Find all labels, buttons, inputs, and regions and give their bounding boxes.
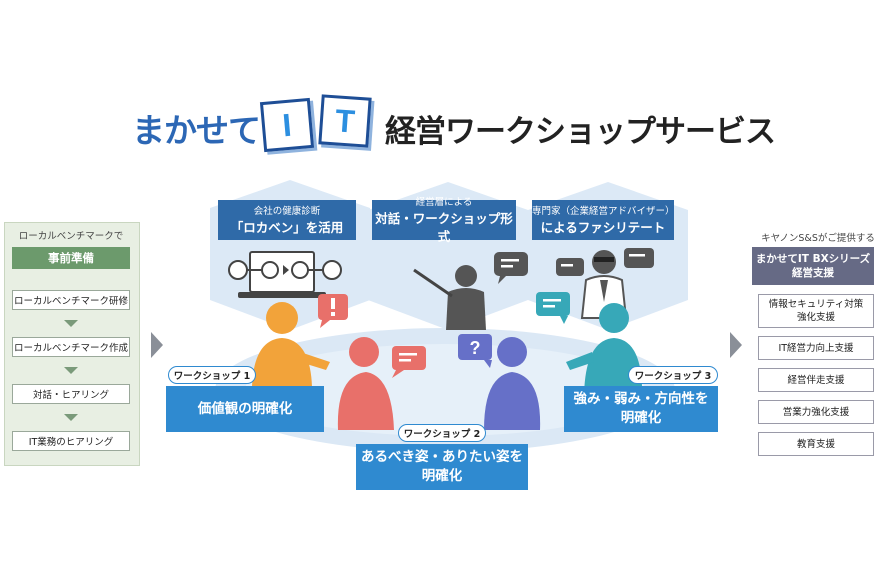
support-item-line: 強化支援 <box>796 312 835 323</box>
speech-bubble-icon <box>494 252 528 284</box>
arrow-right-icon <box>151 332 163 358</box>
title-suffix: 経営ワークショップサービス <box>385 114 776 150</box>
support-item-line: IT経営力向上支援 <box>778 342 854 354</box>
step-arrow-icon <box>64 320 78 327</box>
banner-dialogue: 経営層による 対話・ワークショップ形式 <box>372 197 516 244</box>
support-item-it-management: IT経営力向上支援 <box>758 336 874 360</box>
speech-bubble-icon <box>556 248 654 276</box>
left-panel-header: ローカルベンチマークで <box>18 231 124 242</box>
support-item-line: 情報セキュリティ対策 <box>768 299 864 310</box>
right-panel-header: キヤノンS&Sがご提供する <box>761 233 875 244</box>
presenter-figure <box>413 265 486 330</box>
step-arrow-icon <box>64 367 78 374</box>
right-panel-title: まかせてIT BXシリーズ 経営支援 <box>752 247 874 285</box>
title-prefix: まかせて <box>132 111 261 150</box>
speech-bubble-icon <box>536 292 570 324</box>
workshop-1-tag: ワークショップ 1 <box>168 366 256 384</box>
workshop-1-line: 価値観の明確化 <box>197 400 293 417</box>
support-item-line: 営業力強化支援 <box>782 406 850 418</box>
banner-line2: 「ロカベン」を活用 <box>230 219 344 235</box>
banner-line2: によるファシリテート <box>540 219 666 235</box>
person-orange <box>251 302 330 400</box>
left-step-2: ローカルベンチマーク作成 <box>12 337 130 357</box>
workshop-1-box: 価値観の明確化 <box>166 386 324 432</box>
workshop-2-tag: ワークショップ 2 <box>398 424 486 442</box>
step-arrow-icon <box>64 414 78 421</box>
workshop-2-line: 明確化 <box>421 468 463 484</box>
banner-rokaben: 会社の健康診断 「ロカベン」を活用 <box>218 200 356 240</box>
person-purple <box>484 337 541 430</box>
workshop-2-box: あるべき姿・ありたい姿を 明確化 <box>356 444 528 490</box>
svg-text:?: ? <box>470 338 481 358</box>
banner-line2: 対話・ワークショップ形式 <box>375 210 513 244</box>
speech-bubble-icon <box>392 346 426 378</box>
pointer-stick-icon <box>413 268 453 298</box>
arrow-right-icon <box>730 332 742 358</box>
workshop-3-line: 強み・弱み・方向性を <box>573 391 709 407</box>
left-step-4: IT業務のヒアリング <box>12 431 130 451</box>
left-step-1: ローカルベンチマーク研修 <box>12 290 130 310</box>
right-panel-title-line: 経営支援 <box>792 267 834 279</box>
laptop-icon <box>228 251 342 298</box>
banner-line1: 会社の健康診断 <box>253 205 321 217</box>
banner-facilitate: 専門家（企業経営アドバイザー） によるファシリテート <box>532 200 675 240</box>
person-red <box>337 337 394 430</box>
person-teal <box>566 303 643 400</box>
left-panel-highlight: 事前準備 <box>12 247 130 269</box>
left-step-3: 対話・ヒアリング <box>12 384 130 404</box>
right-panel-title-line: まかせてIT BXシリーズ <box>755 253 871 265</box>
support-item-line: 教育支援 <box>796 438 835 450</box>
exclamation-icon <box>318 294 348 328</box>
support-item-education: 教育支援 <box>758 432 874 456</box>
workshop-3-tag: ワークショップ 3 <box>628 366 718 384</box>
support-item-security: 情報セキュリティ対策 強化支援 <box>758 294 874 328</box>
support-item-line: 経営伴走支援 <box>787 374 845 386</box>
question-icon: ? <box>458 334 492 368</box>
workshop-3-box: 強み・弱み・方向性を 明確化 <box>564 386 718 432</box>
support-item-sales: 営業力強化支援 <box>758 400 874 424</box>
support-item-accompany: 経営伴走支援 <box>758 368 874 392</box>
banner-line1: 専門家（企業経営アドバイザー） <box>532 205 675 217</box>
workshop-2-line: あるべき姿・ありたい姿を <box>361 449 523 465</box>
banner-line1: 経営層による <box>415 196 473 208</box>
workshop-3-line: 明確化 <box>620 410 662 426</box>
